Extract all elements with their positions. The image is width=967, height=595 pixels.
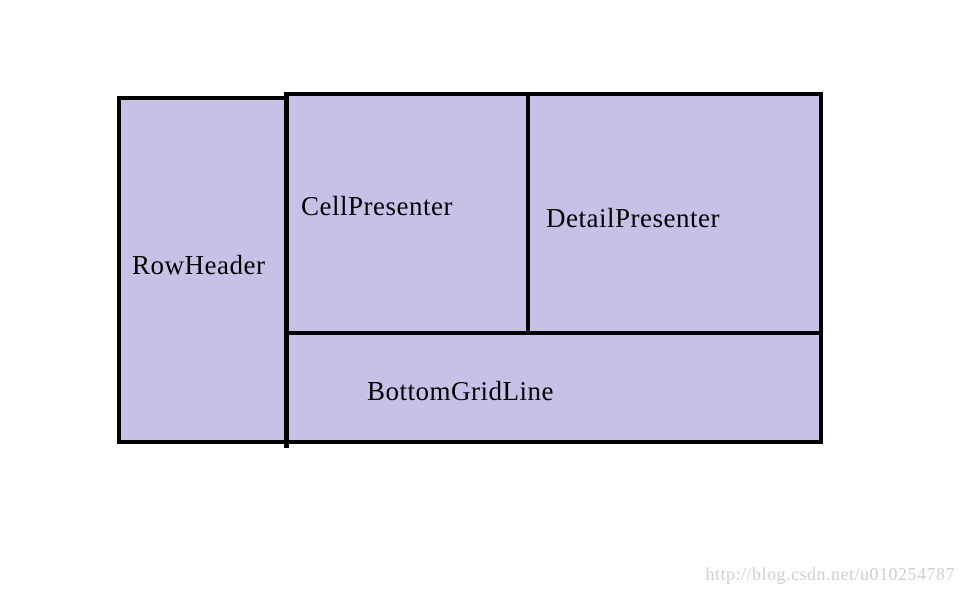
- bottom-grid-line-label: BottomGridLine: [367, 376, 554, 406]
- row-header-box: [117, 96, 289, 444]
- cell-presenter-box: [284, 92, 530, 336]
- watermark-text: http://blog.csdn.net/u010254787: [705, 564, 955, 584]
- cell-presenter-label: CellPresenter: [301, 191, 453, 221]
- detail-presenter-label: DetailPresenter: [546, 203, 720, 233]
- row-header-label: RowHeader: [132, 250, 266, 280]
- divider-line: [284, 92, 289, 448]
- bottom-grid-line-box: [284, 331, 823, 444]
